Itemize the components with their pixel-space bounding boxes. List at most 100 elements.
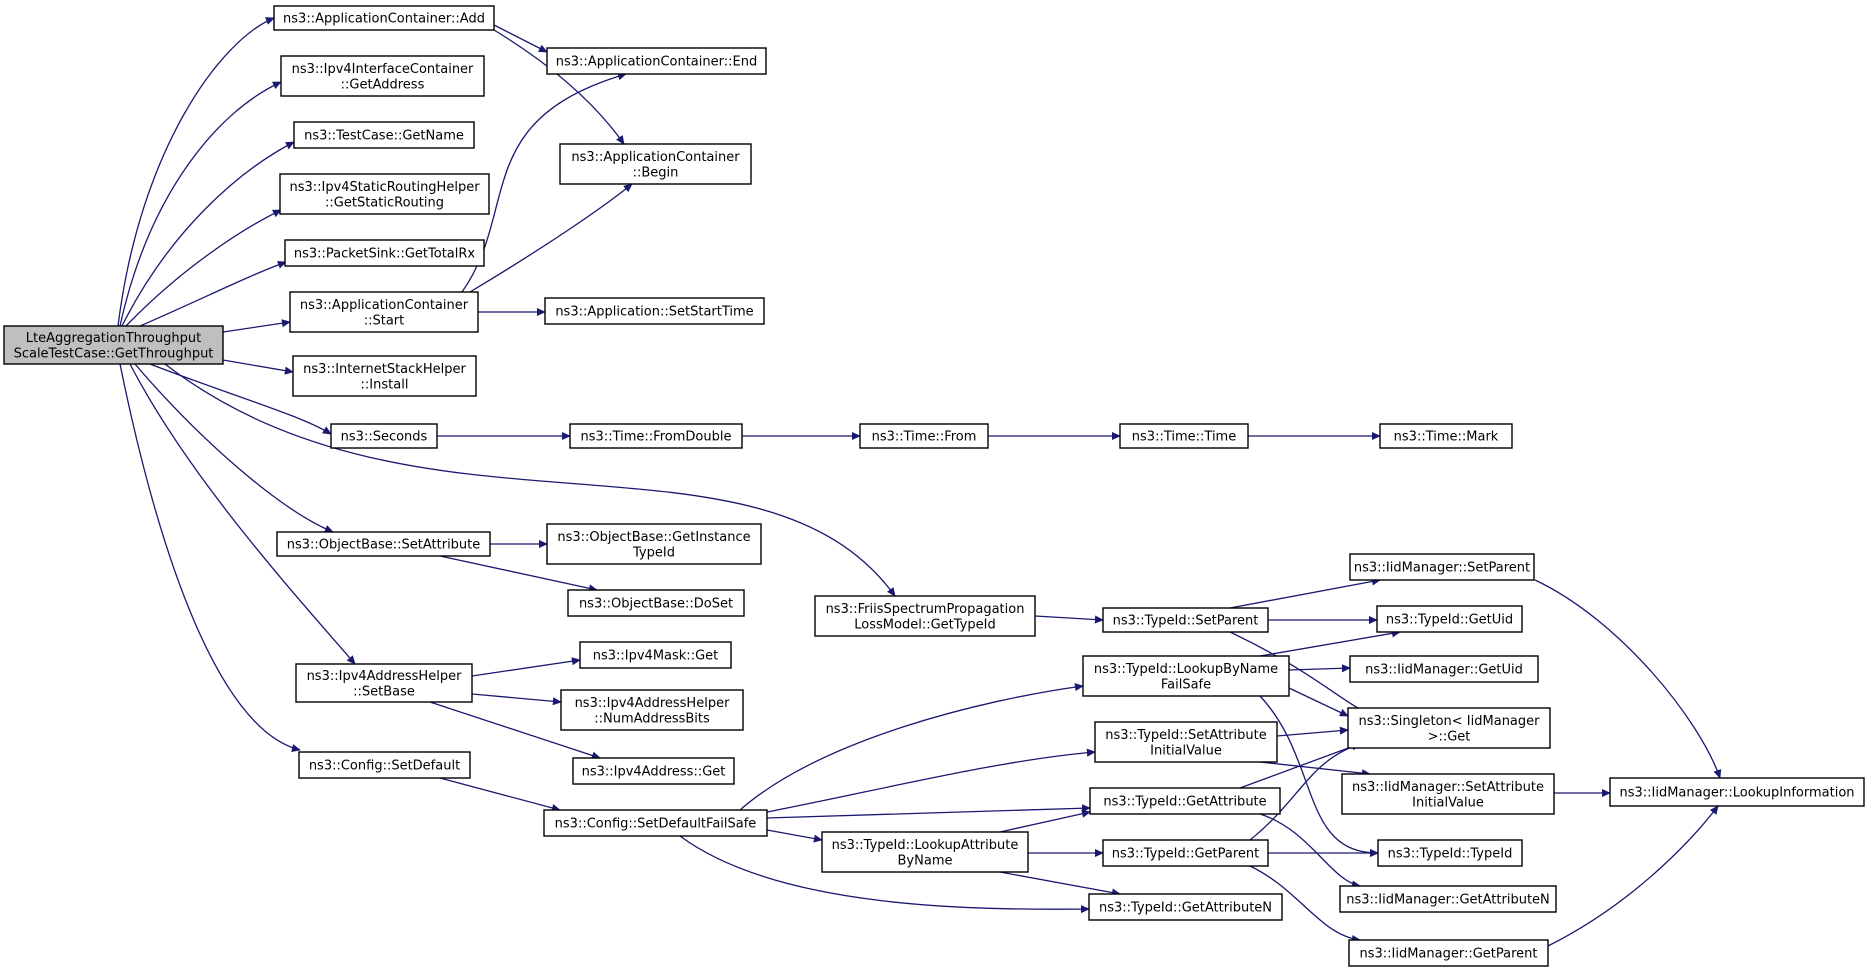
- node-iidSetAttrInit[interactable]: ns3::IidManager::SetAttributeInitialValu…: [1341, 773, 1555, 815]
- node-tidGetAttrN[interactable]: ns3::TypeId::GetAttributeN: [1088, 893, 1283, 921]
- node-numAddrBits[interactable]: ns3::Ipv4AddressHelper::NumAddressBits: [560, 689, 744, 731]
- edge-tidLookupAttr-to-tidGetAttrN: [999, 871, 1121, 897]
- node-tidGetAttr[interactable]: ns3::TypeId::GetAttribute: [1089, 787, 1281, 815]
- node-seconds[interactable]: ns3::Seconds: [330, 423, 438, 449]
- node-box[interactable]: [295, 663, 473, 703]
- node-box[interactable]: [1102, 607, 1269, 633]
- node-box[interactable]: [279, 173, 490, 215]
- node-box[interactable]: [572, 757, 735, 785]
- node-box[interactable]: [579, 641, 732, 669]
- node-appAdd[interactable]: ns3::ApplicationContainer::Add: [273, 5, 495, 31]
- node-box[interactable]: [1119, 423, 1249, 449]
- node-tidGetParent[interactable]: ns3::TypeId::GetParent: [1102, 839, 1269, 867]
- node-box[interactable]: [1377, 839, 1523, 867]
- node-iidGetParent[interactable]: ns3::IidManager::GetParent: [1348, 939, 1549, 967]
- node-label: LteAggregationThroughput: [26, 331, 201, 346]
- node-box[interactable]: [284, 239, 485, 267]
- node-box[interactable]: [1379, 423, 1513, 449]
- node-box[interactable]: [546, 47, 767, 75]
- edge-tidSetAttrInit-to-singletonGet: [1276, 726, 1349, 737]
- node-box[interactable]: [280, 55, 485, 97]
- node-box[interactable]: [1089, 787, 1281, 815]
- node-iidSetParent[interactable]: ns3::IidManager::SetParent: [1349, 553, 1535, 581]
- node-box[interactable]: [293, 121, 475, 149]
- node-box[interactable]: [1349, 553, 1535, 581]
- edge-friis-to-tidSetParent: [1034, 615, 1104, 624]
- node-box[interactable]: [273, 5, 495, 31]
- node-label: ns3::IidManager::LookupInformation: [1619, 786, 1854, 801]
- node-label: ns3::TestCase::GetName: [304, 129, 464, 144]
- node-box[interactable]: [1094, 721, 1278, 763]
- node-fromDouble[interactable]: ns3::Time::FromDouble: [569, 423, 743, 449]
- node-box[interactable]: [1339, 885, 1557, 913]
- node-timeFrom[interactable]: ns3::Time::From: [859, 423, 989, 449]
- node-box[interactable]: [289, 291, 479, 333]
- node-box[interactable]: [1341, 773, 1555, 815]
- node-box[interactable]: [859, 423, 989, 449]
- node-box[interactable]: [814, 595, 1036, 637]
- node-label: ns3::IidManager::SetParent: [1354, 561, 1530, 576]
- node-friis[interactable]: ns3::FriisSpectrumPropagationLossModel::…: [814, 595, 1036, 637]
- node-iidGetUid[interactable]: ns3::IidManager::GetUid: [1349, 655, 1539, 683]
- node-appEnd[interactable]: ns3::ApplicationContainer::End: [546, 47, 767, 75]
- node-box[interactable]: [546, 523, 762, 565]
- node-iidGetAttrN[interactable]: ns3::IidManager::GetAttributeN: [1339, 885, 1557, 913]
- edge-tidSetParent-to-iidSetParent: [1229, 577, 1381, 609]
- node-ipv4ifGetAddr[interactable]: ns3::Ipv4InterfaceContainer::GetAddress: [280, 55, 485, 97]
- node-box[interactable]: [569, 423, 743, 449]
- node-box[interactable]: [1609, 777, 1865, 807]
- node-tidGetUid[interactable]: ns3::TypeId::GetUid: [1376, 605, 1523, 633]
- edge-iidGetParent-to-iidLookupInfo: [1547, 805, 1719, 947]
- node-singletonGet[interactable]: ns3::Singleton< IidManager>::Get: [1347, 707, 1551, 749]
- node-sinkTotalRx[interactable]: ns3::PacketSink::GetTotalRx: [284, 239, 485, 267]
- node-box[interactable]: [567, 589, 745, 617]
- node-tidSetParent[interactable]: ns3::TypeId::SetParent: [1102, 607, 1269, 633]
- node-box[interactable]: [1082, 655, 1290, 697]
- node-box[interactable]: [560, 689, 744, 731]
- node-box[interactable]: [1376, 605, 1523, 633]
- node-maskGet[interactable]: ns3::Ipv4Mask::Get: [579, 641, 732, 669]
- edge-root-to-staticRouting: [125, 209, 282, 327]
- node-box[interactable]: [821, 831, 1029, 873]
- node-objSetAttr[interactable]: ns3::ObjectBase::SetAttribute: [276, 531, 491, 557]
- node-tcGetName[interactable]: ns3::TestCase::GetName: [293, 121, 475, 149]
- node-setStartTime[interactable]: ns3::Application::SetStartTime: [544, 297, 765, 325]
- node-label: InitialValue: [1412, 795, 1484, 810]
- node-timeMark[interactable]: ns3::Time::Mark: [1379, 423, 1513, 449]
- node-appBegin[interactable]: ns3::ApplicationContainer::Begin: [559, 143, 752, 185]
- node-doSet[interactable]: ns3::ObjectBase::DoSet: [567, 589, 745, 617]
- node-box[interactable]: [276, 531, 491, 557]
- node-box[interactable]: [1348, 939, 1549, 967]
- node-staticRouting[interactable]: ns3::Ipv4StaticRoutingHelper::GetStaticR…: [279, 173, 490, 215]
- node-appStart[interactable]: ns3::ApplicationContainer::Start: [289, 291, 479, 333]
- node-addrSetBase[interactable]: ns3::Ipv4AddressHelper::SetBase: [295, 663, 473, 703]
- node-box[interactable]: [1349, 655, 1539, 683]
- node-cfgSetDefaultFS[interactable]: ns3::Config::SetDefaultFailSafe: [543, 809, 768, 837]
- node-stackInstall[interactable]: ns3::InternetStackHelper::Install: [292, 355, 477, 397]
- node-timeTime[interactable]: ns3::Time::Time: [1119, 423, 1249, 449]
- node-box[interactable]: [330, 423, 438, 449]
- node-cfgSetDefault[interactable]: ns3::Config::SetDefault: [298, 751, 471, 779]
- node-tidTypeId[interactable]: ns3::TypeId::TypeId: [1377, 839, 1523, 867]
- node-box[interactable]: [543, 809, 768, 837]
- node-label: ::Start: [364, 313, 405, 328]
- node-box[interactable]: [292, 355, 477, 397]
- node-label: FailSafe: [1161, 677, 1211, 692]
- node-root[interactable]: LteAggregationThroughputScaleTestCase::G…: [3, 325, 224, 365]
- edge-tidGetParent-to-iidGetParent: [1249, 865, 1361, 944]
- node-box[interactable]: [1088, 893, 1283, 921]
- node-addrGet[interactable]: ns3::Ipv4Address::Get: [572, 757, 735, 785]
- node-box[interactable]: [1102, 839, 1269, 867]
- node-box[interactable]: [1347, 707, 1551, 749]
- node-iidLookupInfo[interactable]: ns3::IidManager::LookupInformation: [1609, 777, 1865, 807]
- node-box[interactable]: [298, 751, 471, 779]
- node-box[interactable]: [3, 325, 224, 365]
- node-label: ns3::ApplicationContainer::End: [556, 55, 757, 70]
- node-box[interactable]: [544, 297, 765, 325]
- node-box[interactable]: [559, 143, 752, 185]
- node-label: ns3::TypeId::GetAttributeN: [1099, 901, 1272, 916]
